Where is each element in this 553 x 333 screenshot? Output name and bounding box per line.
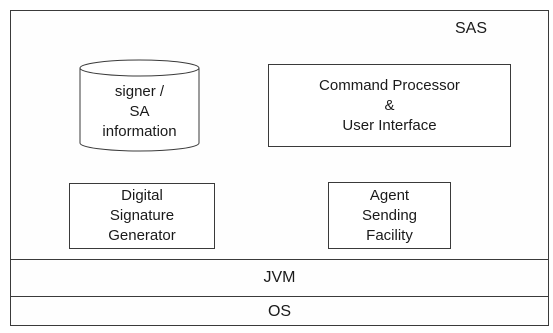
command-processor-line-1: Command Processor — [319, 76, 460, 94]
signature-generator-line-3: Generator — [108, 227, 176, 244]
database-label-line-1: signer / — [114, 83, 165, 100]
agent-sending-line-2: Sending — [361, 206, 418, 224]
command-processor-box: Command Processor & User Interface — [268, 64, 511, 147]
command-processor-line-3: User Interface — [342, 116, 437, 134]
signature-generator-line-1: Digital — [121, 187, 163, 204]
os-label: OS — [267, 302, 292, 320]
os-layer: OS — [10, 296, 549, 326]
agent-sending-facility-box: Agent Sending Facility — [328, 182, 451, 249]
database-label: signer / SA information — [80, 82, 199, 142]
database-label-line-3: information — [102, 123, 177, 140]
command-processor-line-2: & — [384, 96, 395, 114]
agent-sending-line-1: Agent — [369, 186, 410, 204]
agent-sending-line-3: Facility — [366, 226, 413, 244]
signature-generator-box: Digital Signature Generator — [69, 183, 215, 249]
sas-label: SAS — [455, 20, 488, 37]
signature-generator-line-2: Signature — [109, 207, 175, 224]
jvm-layer: JVM — [10, 259, 549, 296]
database-label-line-2: SA — [129, 103, 150, 120]
jvm-label: JVM — [263, 269, 296, 286]
